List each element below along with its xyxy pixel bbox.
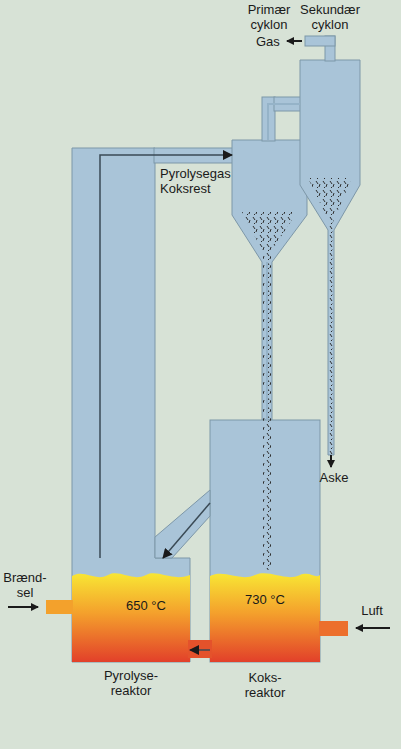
- return-pipe: [155, 490, 210, 558]
- temperature: 650 °C: [106, 598, 186, 613]
- ash-label: Aske: [314, 470, 354, 485]
- pyrolysis-reactor: 650 °CPyrolyse- reaktor: [72, 558, 190, 662]
- flow-connector: [268, 104, 300, 140]
- flow-connector: [190, 649, 210, 651]
- primary-cyclone: Primær cyklon: [232, 140, 307, 262]
- fuel-inlet: [46, 600, 73, 614]
- gas-label: Gas: [256, 34, 286, 49]
- cyclone-name: Primær cyklon: [234, 2, 304, 32]
- flow-connector: [163, 503, 210, 558]
- flow-label: Pyrolysegas Koksrest: [160, 166, 232, 196]
- air-label: Luft: [352, 603, 392, 618]
- fluid-bed: [72, 573, 190, 662]
- flow-connector: [100, 155, 232, 558]
- reactor-name: Koks- reaktor: [235, 670, 295, 700]
- particles: [242, 212, 297, 570]
- gas-arrow: [287, 40, 302, 42]
- cyclone-name: Sekundær cyklon: [292, 2, 368, 32]
- char-reactor: 730 °CKoks- reaktor: [210, 420, 320, 662]
- fuel-arrow: [8, 606, 38, 608]
- particles: [308, 178, 352, 455]
- pyrolysis-column: [72, 148, 190, 662]
- secondary-cyclone: [300, 60, 360, 455]
- ash-arrow: [330, 455, 332, 467]
- temperature: 730 °C: [225, 592, 305, 607]
- air-inlet: [319, 621, 348, 636]
- secondary-cyclone: Sekundær cyklon: [300, 60, 360, 185]
- fuel-label: Brænd- sel: [2, 570, 48, 600]
- gas-outlet: [305, 36, 335, 46]
- bottom-pipe: [188, 640, 212, 658]
- reactor-name: Pyrolyse- reaktor: [86, 668, 176, 698]
- flow-connector: [266, 262, 268, 420]
- air-arrow: [356, 627, 390, 629]
- fluid-bed: [210, 573, 320, 662]
